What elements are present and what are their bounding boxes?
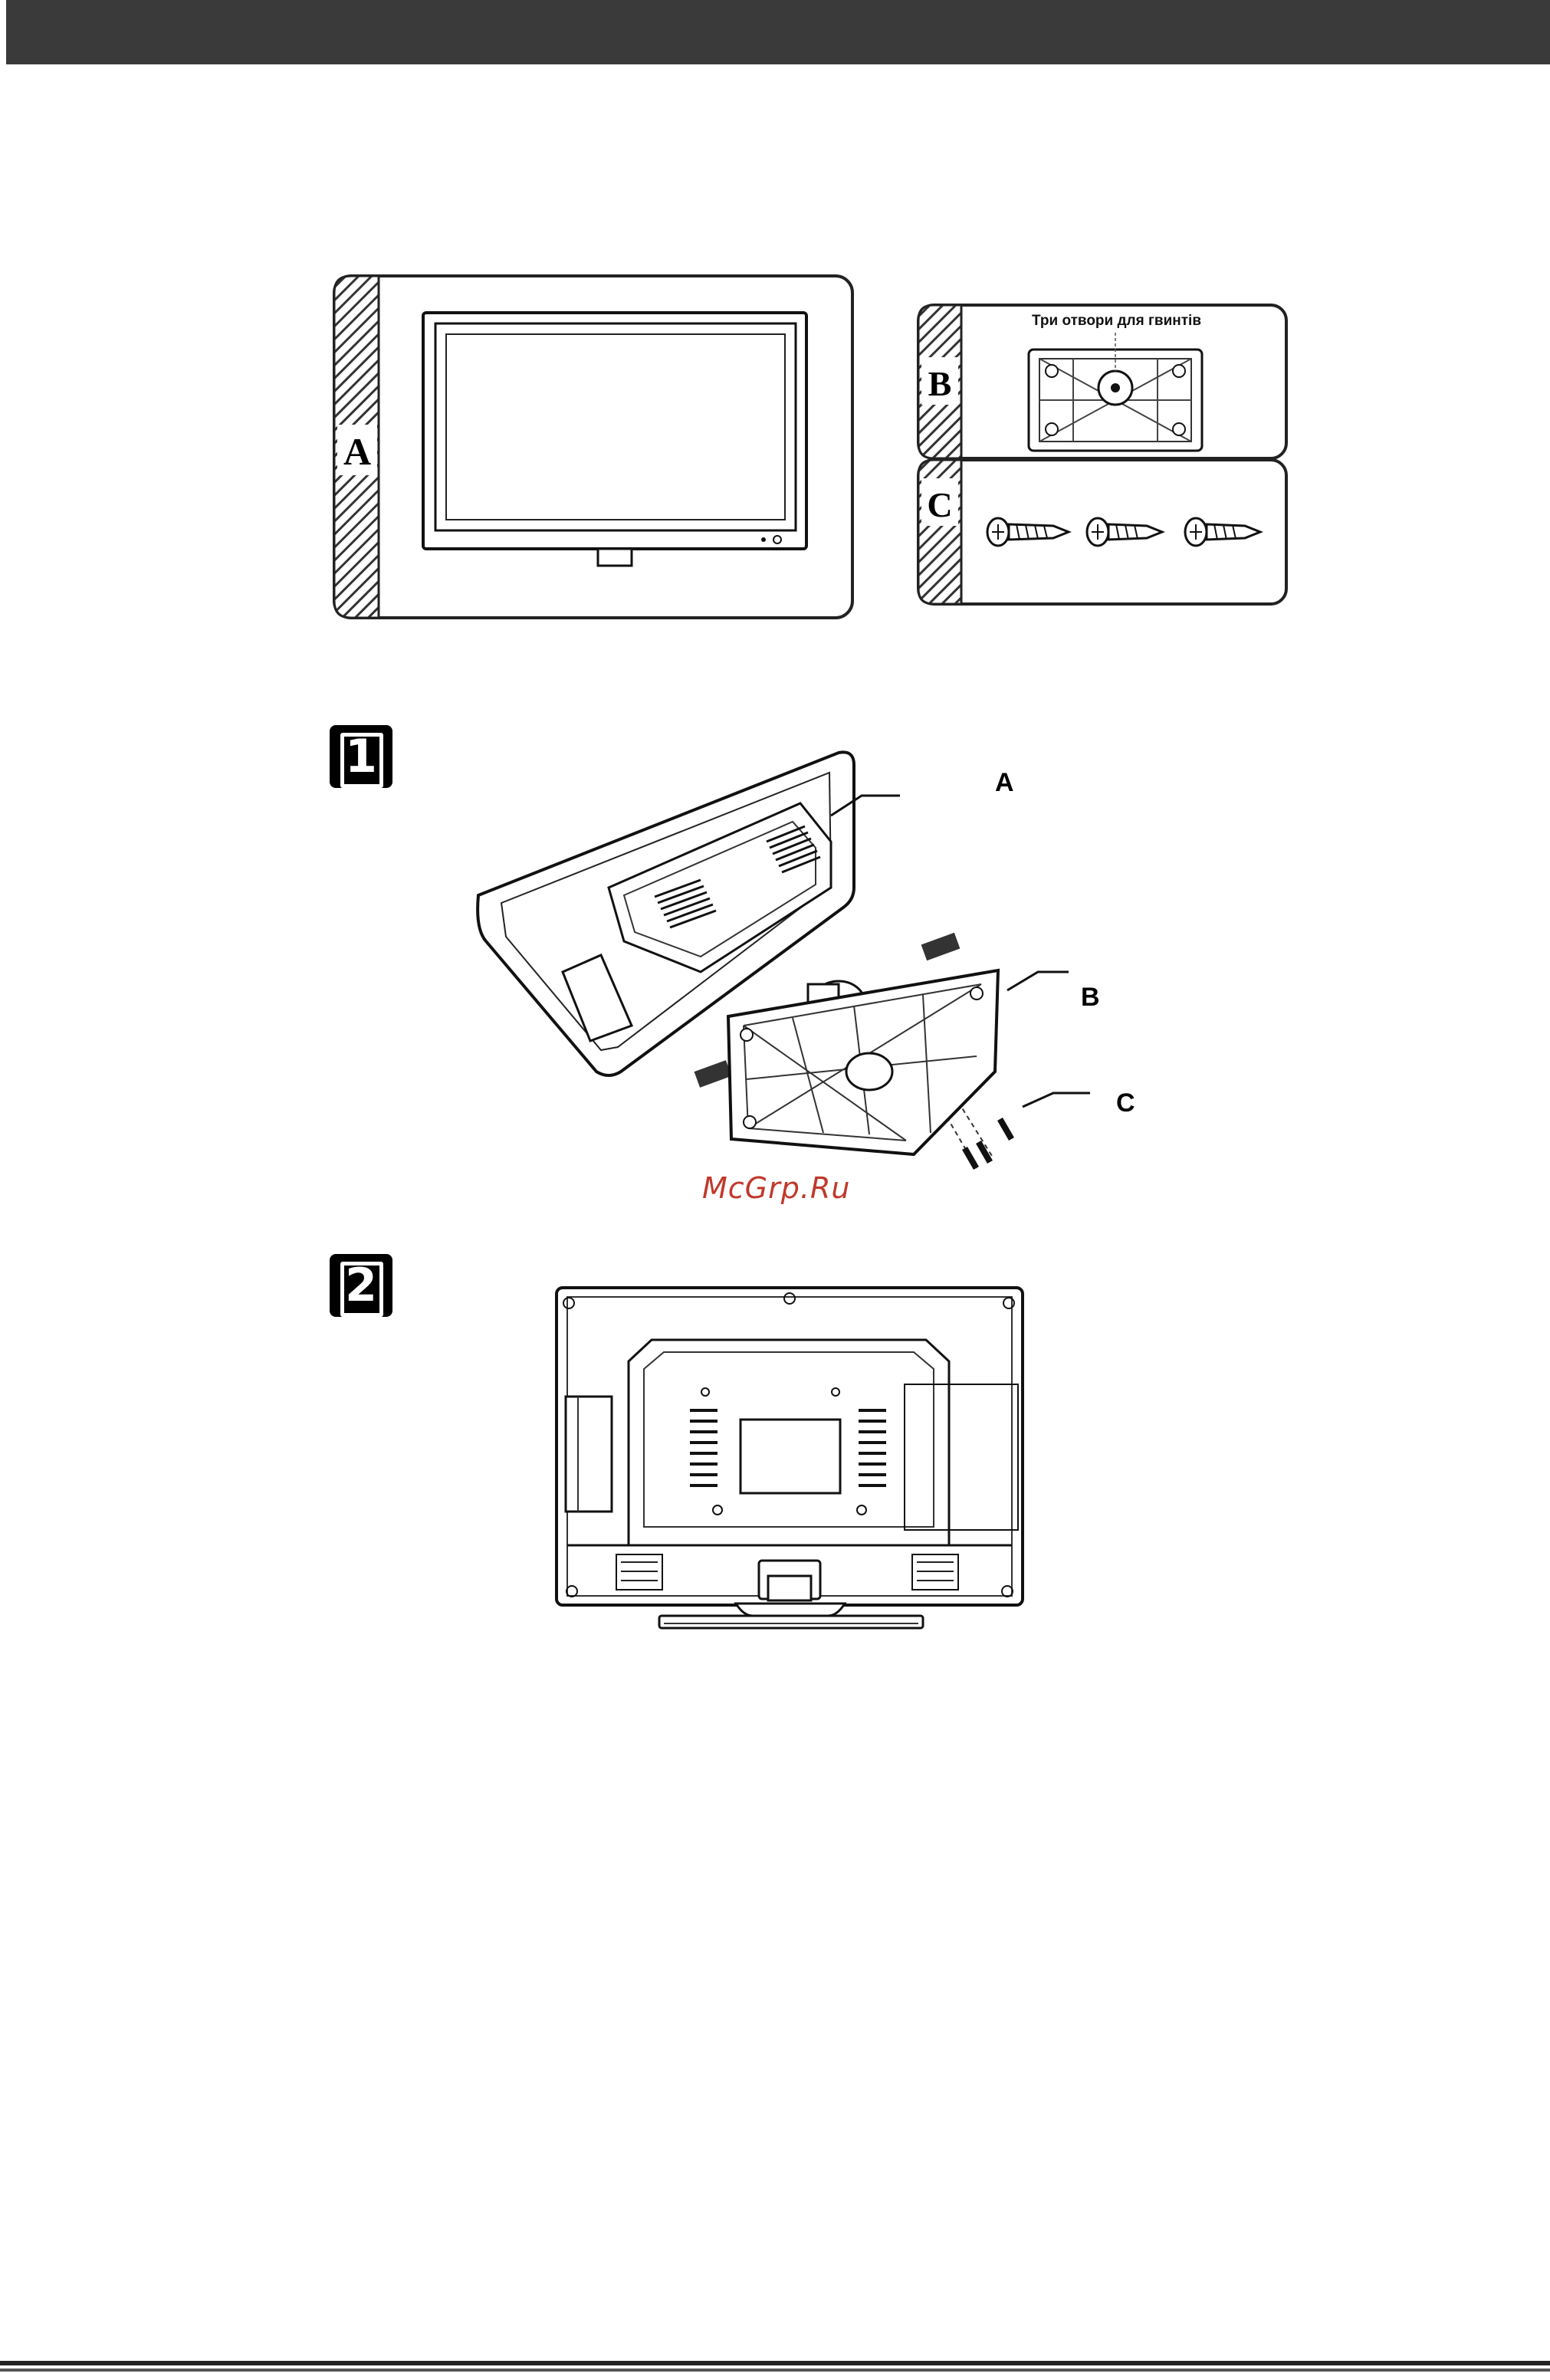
step-1-callout-b: B (1081, 983, 1100, 1013)
footer-rule-thin (0, 2369, 1550, 2372)
step-1-callout-a: A (995, 768, 1014, 798)
part-c-label: C (927, 485, 952, 524)
step-1-illustration (471, 750, 1191, 1179)
part-c-panel: C (917, 458, 1288, 606)
step-1-number: 1 (330, 730, 392, 783)
step-2-number: 2 (330, 1259, 392, 1312)
step-2-illustration (552, 1285, 1027, 1637)
step-1-badge: 1 (330, 725, 392, 788)
header-bar (6, 0, 1550, 64)
footer-rule (0, 2361, 1550, 2365)
part-b-label: B (928, 364, 952, 403)
step-2-badge: 2 (330, 1254, 392, 1317)
step-1-callout-c: C (1116, 1088, 1135, 1118)
part-a-label: A (343, 430, 371, 473)
part-b-caption: Три отвори для гвинтів (1032, 313, 1201, 330)
part-a-panel: A (333, 274, 854, 619)
watermark: McGrp.Ru (702, 1171, 850, 1205)
